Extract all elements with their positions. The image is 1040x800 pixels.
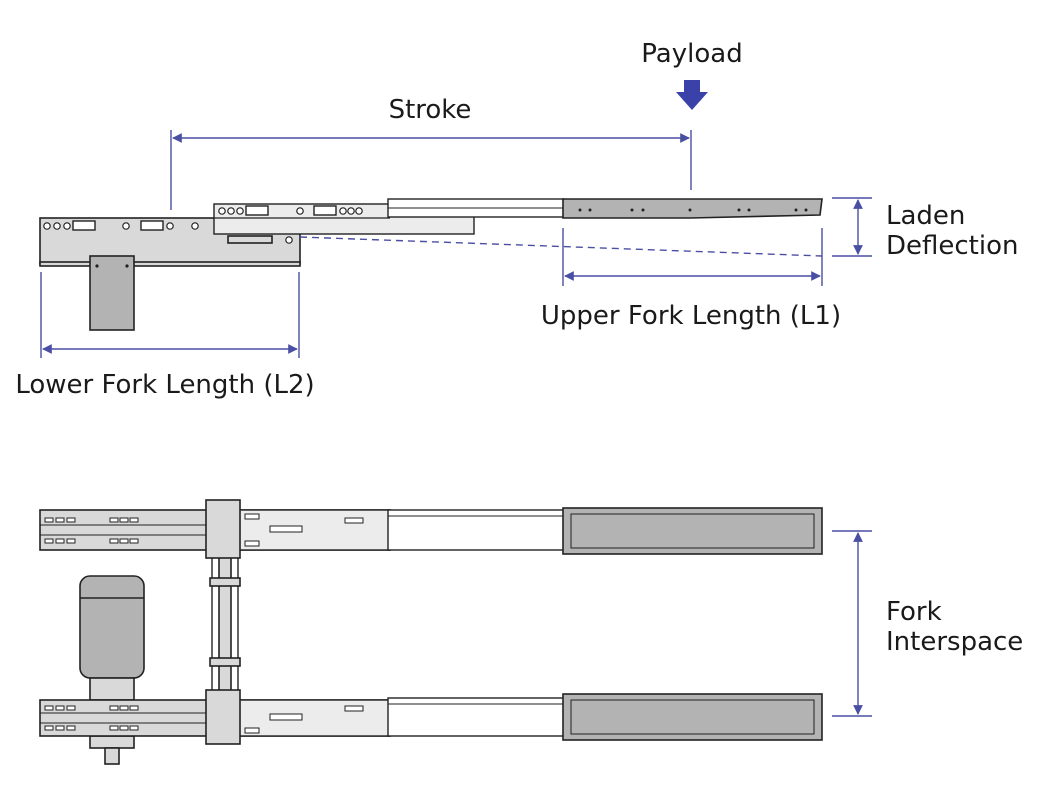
lower-fork-holes [43, 220, 199, 231]
belt-block [227, 235, 273, 244]
upper-fork-label: Upper Fork Length (L1) [541, 301, 841, 331]
fork-bottom [39, 689, 823, 745]
upper-fork-dimension: Upper Fork Length (L1) [541, 228, 841, 331]
down-arrow-icon [676, 80, 708, 110]
deflection-line [299, 236, 823, 257]
interspace-label-line2: Interspace [886, 627, 1023, 657]
laden-label-line1: Laden [886, 201, 965, 231]
motor [79, 575, 145, 679]
payload-label: Payload [641, 39, 742, 69]
upper-fork [562, 198, 823, 219]
lower-fork-label: Lower Fork Length (L2) [15, 370, 314, 400]
motor-coupling [89, 677, 135, 701]
interspace-label-line1: Fork [886, 597, 942, 627]
lower-fork-base [39, 261, 301, 267]
side-view [39, 198, 823, 331]
lower-fork-dimension: Lower Fork Length (L2) [15, 272, 315, 400]
fork-top [39, 499, 823, 559]
mounting-bracket [89, 255, 135, 331]
middle-fork-holes [218, 205, 363, 216]
laden-label-line2: Deflection [886, 231, 1019, 261]
fork-interspace-dimension: Fork Interspace [832, 530, 1023, 717]
motor-shaft [104, 747, 120, 765]
stroke-dimension: Stroke [170, 95, 692, 210]
payload-indicator: Payload [641, 39, 743, 110]
stroke-label: Stroke [389, 95, 472, 125]
laden-deflection-dimension: Laden Deflection [832, 197, 1019, 261]
top-view [39, 499, 823, 765]
